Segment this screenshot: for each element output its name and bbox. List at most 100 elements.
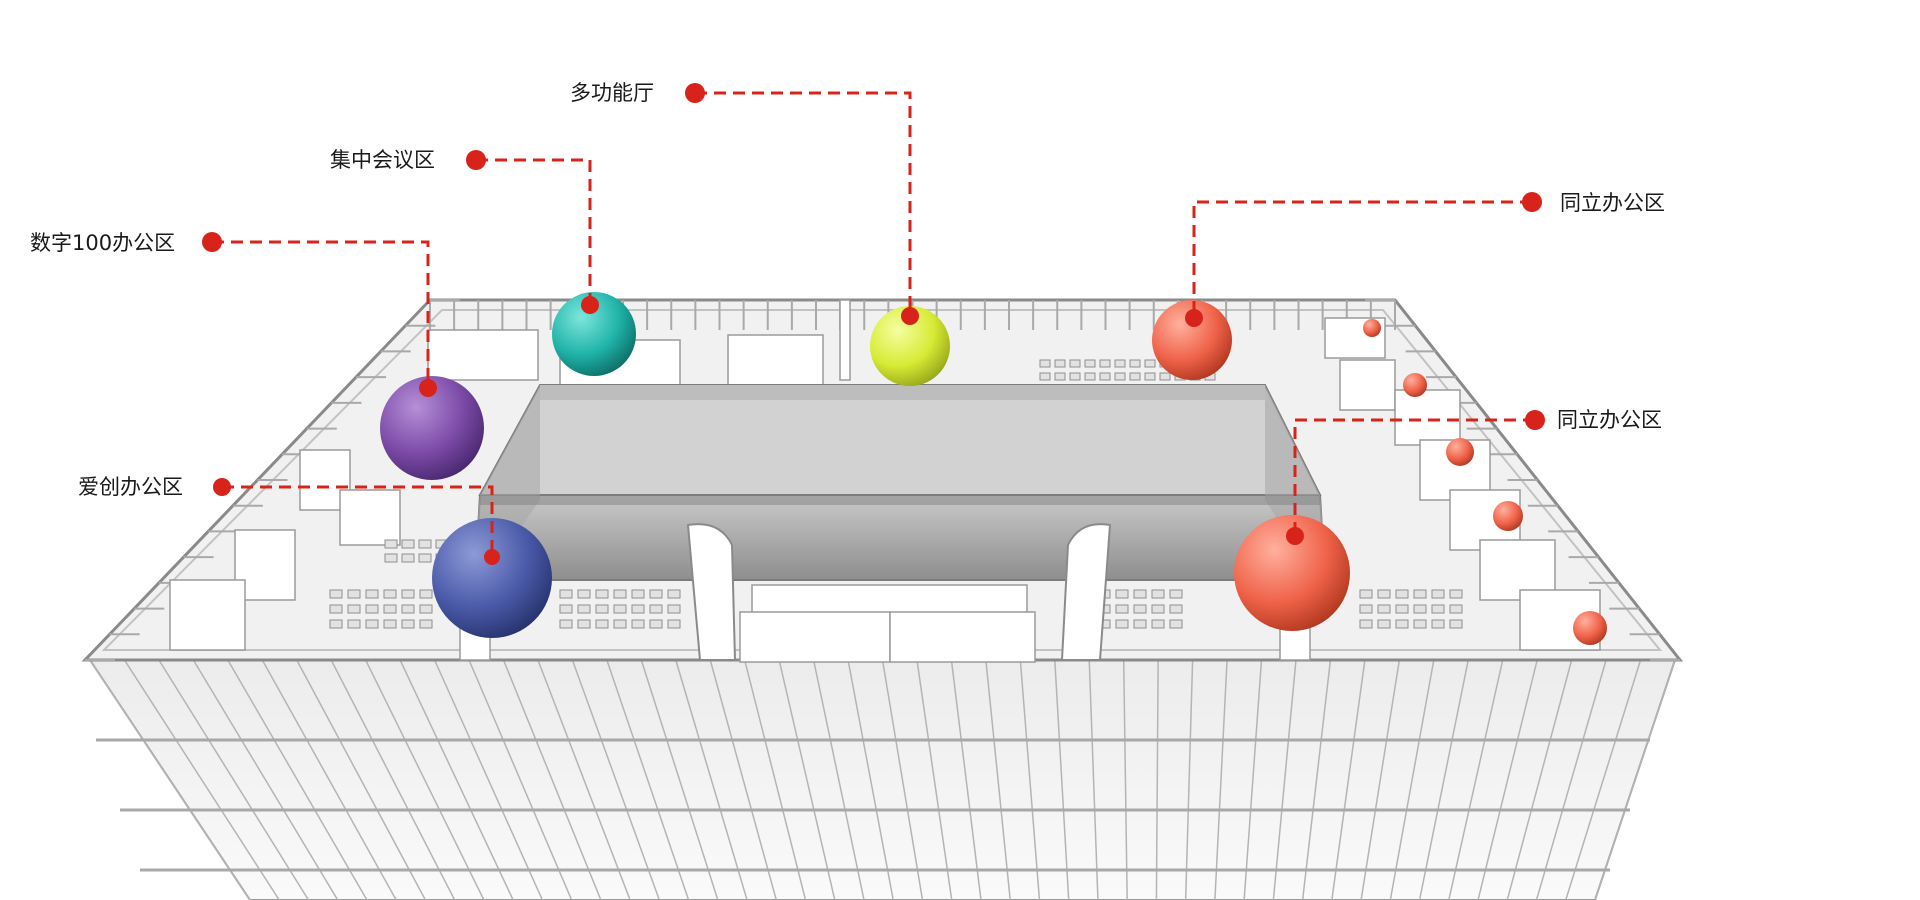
desk xyxy=(595,619,609,629)
label-meeting: 集中会议区 xyxy=(330,148,435,172)
desk xyxy=(365,589,379,599)
facade-mullion xyxy=(985,659,1011,900)
facade-mullion xyxy=(1054,659,1070,900)
desk xyxy=(418,539,432,549)
desk xyxy=(401,589,415,599)
central-atrium xyxy=(470,384,1330,661)
desk xyxy=(577,589,591,599)
desk xyxy=(1359,619,1373,629)
facade-mullion xyxy=(950,659,982,900)
desk xyxy=(595,604,609,614)
facade-mullion xyxy=(1088,659,1099,900)
facade-mullion xyxy=(364,659,485,900)
facade-mullion xyxy=(743,659,807,900)
desk xyxy=(1099,372,1111,381)
desk xyxy=(418,553,432,563)
desk xyxy=(1377,589,1391,599)
coral-sphere xyxy=(1152,300,1232,380)
blue-sphere xyxy=(432,518,552,638)
desk xyxy=(1395,589,1409,599)
facade-mullion xyxy=(1331,659,1366,900)
facade-mullion xyxy=(1122,659,1128,900)
desk xyxy=(631,589,645,599)
desk xyxy=(649,604,663,614)
desk xyxy=(419,589,433,599)
facade-mullion xyxy=(1272,659,1297,900)
facade-mullion xyxy=(1565,659,1642,900)
facade-mullion xyxy=(1594,659,1676,900)
desk xyxy=(1084,359,1096,368)
desk xyxy=(1114,359,1126,368)
desk xyxy=(1449,589,1463,599)
desk xyxy=(1449,619,1463,629)
minor-spheres xyxy=(1363,319,1607,645)
desk xyxy=(1395,619,1409,629)
facade-mullion xyxy=(1535,659,1607,900)
desk xyxy=(401,539,415,549)
desk xyxy=(419,604,433,614)
desk xyxy=(1115,589,1129,599)
facade-mullion xyxy=(1301,659,1332,900)
facade-mullion xyxy=(330,659,456,900)
label-multifunction: 多功能厅 xyxy=(570,81,654,105)
desk xyxy=(1359,589,1373,599)
desk xyxy=(559,604,573,614)
desk xyxy=(559,589,573,599)
desk xyxy=(1133,604,1147,614)
desk xyxy=(1359,604,1373,614)
desk-clusters xyxy=(329,359,1463,629)
desk xyxy=(383,589,397,599)
desk xyxy=(631,619,645,629)
facade-mullion xyxy=(881,659,924,900)
label-digital100: 数字100办公区 xyxy=(30,231,175,255)
desk xyxy=(384,539,398,549)
facade-mullion xyxy=(640,659,719,900)
facade-mullion xyxy=(1243,659,1263,900)
facade-mullion xyxy=(468,659,573,900)
desk xyxy=(577,619,591,629)
desk xyxy=(1431,604,1445,614)
facade-mullion xyxy=(1360,659,1401,900)
desk xyxy=(1169,619,1183,629)
desk xyxy=(1413,604,1427,614)
desk xyxy=(347,604,361,614)
desk xyxy=(649,619,663,629)
facade-mullion xyxy=(606,659,690,900)
desk xyxy=(419,619,433,629)
desk xyxy=(1069,359,1081,368)
facade-mullion xyxy=(227,659,368,900)
desk xyxy=(1133,589,1147,599)
facade-mullion xyxy=(123,659,280,900)
facade-mullion xyxy=(1477,659,1538,900)
desk xyxy=(613,619,627,629)
desk xyxy=(1039,372,1051,381)
facade-mullion xyxy=(1506,659,1573,900)
facade-mullion xyxy=(89,659,251,900)
desk xyxy=(1151,589,1165,599)
desk xyxy=(1054,359,1066,368)
purple-sphere xyxy=(380,376,484,480)
desk xyxy=(613,589,627,599)
facade-mullion xyxy=(1019,659,1041,900)
desk xyxy=(1133,619,1147,629)
desk xyxy=(1129,359,1141,368)
desk xyxy=(329,619,343,629)
lime-sphere xyxy=(870,306,950,386)
facade-mullion xyxy=(502,659,602,900)
desk xyxy=(1151,604,1165,614)
desk xyxy=(401,619,415,629)
desk xyxy=(1413,619,1427,629)
facade-mullion xyxy=(192,659,339,900)
building-facade xyxy=(88,659,1677,900)
desk xyxy=(1413,589,1427,599)
desk xyxy=(347,619,361,629)
desk xyxy=(1084,372,1096,381)
desk xyxy=(631,604,645,614)
facade-mullion xyxy=(399,659,514,900)
desk xyxy=(1159,372,1171,381)
desk xyxy=(667,589,681,599)
desk xyxy=(1144,372,1156,381)
desk xyxy=(383,619,397,629)
desk xyxy=(1395,604,1409,614)
desk xyxy=(1129,372,1141,381)
